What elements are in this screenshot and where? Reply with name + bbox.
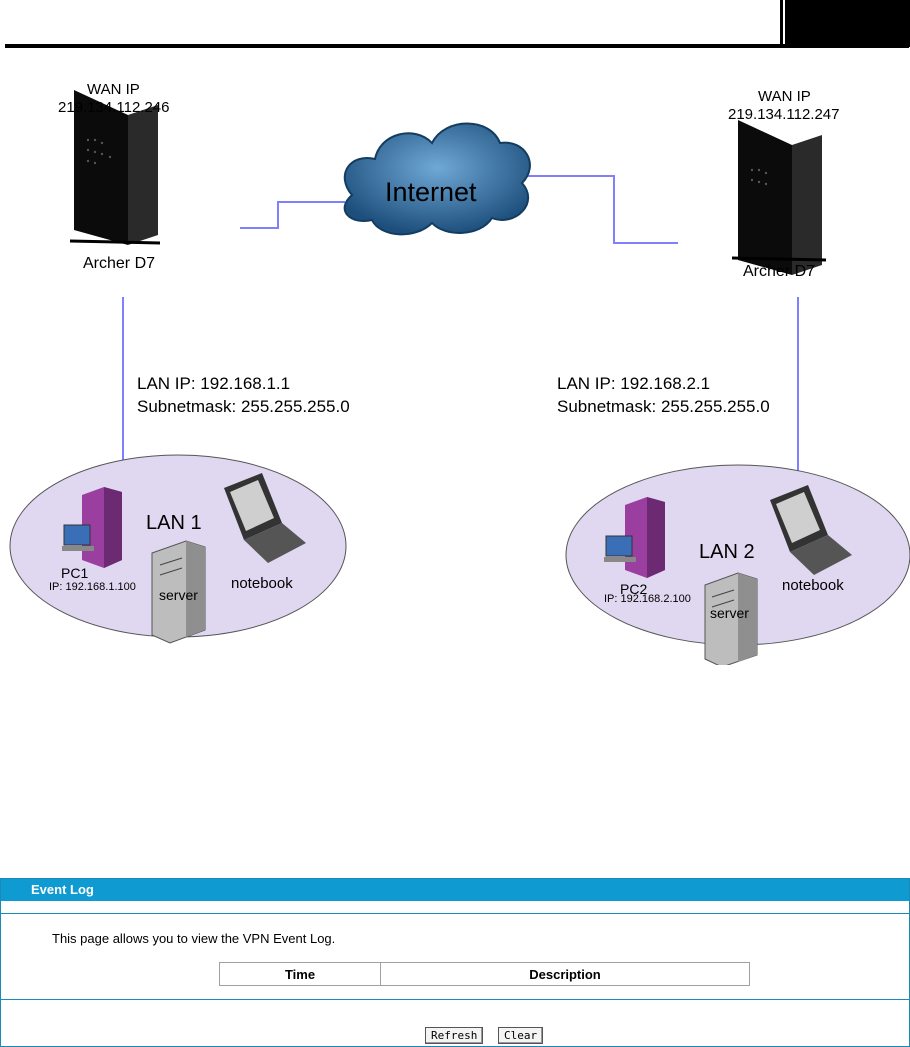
lan1-name: LAN 1 (146, 512, 202, 534)
server2-icon (704, 572, 758, 665)
lan1-subnet: Subnetmask: 255.255.255.0 (137, 397, 350, 416)
vpn-network-diagram: Internet (0, 55, 910, 665)
panel-divider-top (1, 913, 909, 914)
lan2-subnet: Subnetmask: 255.255.255.0 (557, 397, 770, 416)
pc1-icon (62, 487, 122, 568)
panel-title: Event Log (1, 879, 909, 902)
refresh-button[interactable]: Refresh (425, 1027, 484, 1044)
column-header-time: Time (219, 962, 381, 986)
server1-label: server (159, 587, 198, 603)
notebook1-label: notebook (231, 575, 293, 592)
lan1-ip: LAN IP: 192.168.1.1 (137, 374, 291, 393)
internet-cloud-icon: Internet (343, 122, 531, 236)
notebook2-label: notebook (782, 577, 844, 594)
panel-divider-bottom (1, 999, 909, 1000)
clear-button[interactable]: Clear (498, 1027, 544, 1044)
panel-description: This page allows you to view the VPN Eve… (52, 931, 336, 946)
header-tab (780, 0, 910, 47)
right-wan-ip: 219.134.112.247 (728, 106, 840, 123)
column-header-description: Description (380, 962, 750, 986)
pc1-ip: IP: 192.168.1.100 (49, 581, 136, 593)
server2-label: server (710, 605, 749, 621)
header-rule (5, 44, 909, 48)
table-header-row: Time Description (219, 962, 750, 986)
pc1-name: PC1 (61, 565, 89, 581)
pc2-icon (604, 497, 665, 578)
server1-icon (151, 540, 206, 644)
pc2-ip: IP: 192.168.2.100 (604, 593, 691, 605)
right-wan-link (515, 175, 678, 244)
notebook1-icon (224, 473, 306, 563)
left-wan-label: WAN IP (87, 81, 140, 98)
right-router-icon (731, 120, 827, 275)
left-wan-link (240, 201, 345, 229)
right-router-name: Archer D7 (743, 263, 816, 280)
notebook2-icon (770, 485, 852, 575)
left-wan-ip: 219.134.112.246 (58, 99, 170, 116)
right-wan-label: WAN IP (758, 88, 811, 105)
lan2-ip: LAN IP: 192.168.2.1 (557, 374, 711, 393)
cloud-label: Internet (385, 177, 477, 207)
lan2-name: LAN 2 (699, 541, 755, 563)
header-tab-gap (783, 0, 785, 44)
event-log-panel: Event Log This page allows you to view t… (0, 878, 910, 1047)
pc2-name: PC2 (620, 581, 648, 597)
diagram-graphics: Internet (9, 90, 910, 665)
event-log-table: Time Description (219, 962, 750, 986)
left-router-icon (69, 90, 161, 245)
left-router-name: Archer D7 (83, 255, 156, 272)
